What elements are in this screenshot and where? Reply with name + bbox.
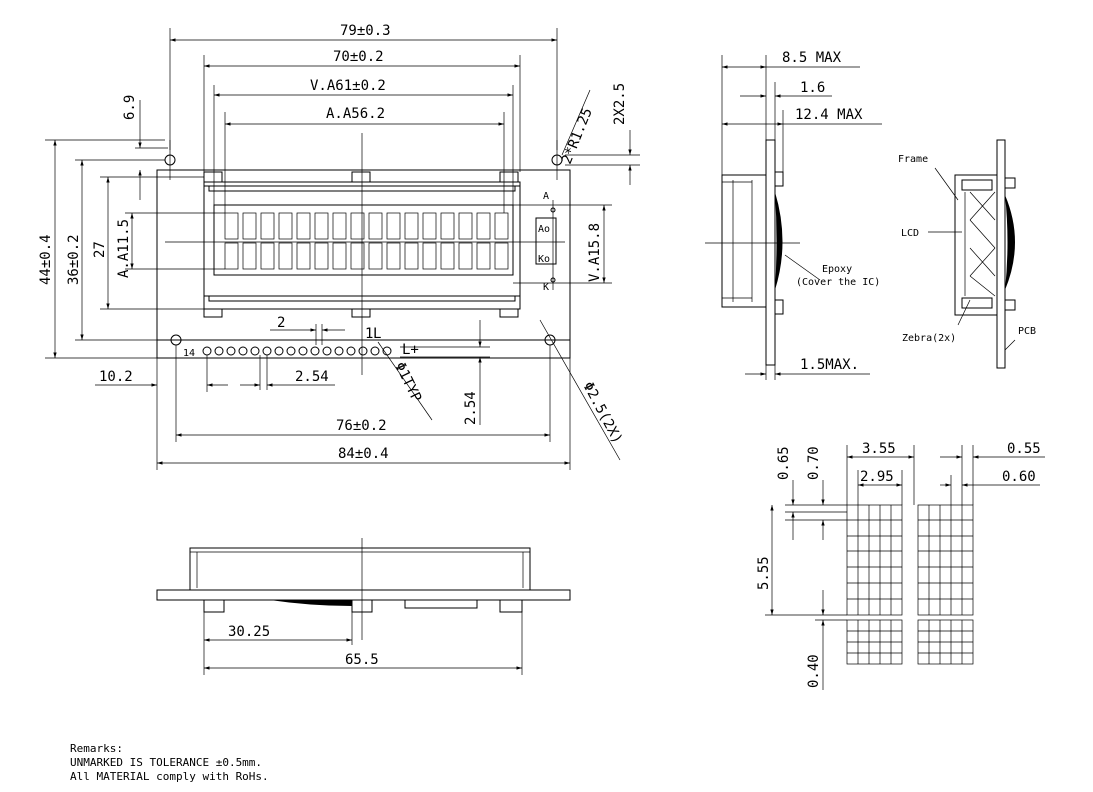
pin-lplus-label: L+ (402, 342, 419, 358)
side-view: Epoxy (Cover the IC) 8.5 MAX 1.6 12.4 MA… (705, 50, 882, 380)
lcd-label: LCD (901, 228, 919, 239)
dim-dot-width: 0.55 (1007, 441, 1041, 457)
dim-hole-pitch-v: 36±0.2 (66, 234, 82, 285)
detail-view: Frame LCD Zebra(2x) PCB (898, 139, 1036, 369)
dim-outer-width: 79±0.3 (340, 23, 391, 39)
dim-first-pin-offset: 10.2 (99, 369, 133, 385)
detail-pcb (996, 139, 1006, 369)
pad-ao-label: Ao (538, 224, 550, 235)
dim-pcb-thickness: 1.6 (800, 80, 825, 96)
front-view: A Ao Ko K 14 1 L L+ 79±0.3 70±0.2 V. (38, 23, 640, 470)
pcb-outline (156, 169, 571, 359)
epoxy-note: (Cover the IC) (796, 277, 880, 288)
remarks-title: Remarks: (70, 742, 123, 755)
dim-bezel-height: 27 (92, 241, 108, 258)
pin-row (202, 346, 392, 356)
dim-dot-pitch-v: 0.70 (806, 446, 822, 480)
dim-pin-row-offset: 2.54 (463, 391, 479, 425)
dim-viewing-height: V.A15.8 (587, 223, 603, 282)
side-pcb (765, 139, 776, 366)
dim-char-width: 3.55 (862, 441, 896, 457)
remarks-block: Remarks: UNMARKED IS TOLERANCE ±0.5mm. A… (70, 742, 269, 783)
dim-pin-pitch: 2.54 (295, 369, 329, 385)
dim-pcb-width: 84±0.4 (338, 446, 389, 462)
dim-active-width: A.A56.2 (326, 106, 385, 122)
dim-pcb-height: 44±0.4 (38, 234, 54, 285)
dim-corner-radius: 2*R1.25 (559, 106, 596, 167)
character-detail: 3.55 2.95 0.55 0.60 0.65 0.70 5.55 0.40 (756, 441, 1045, 690)
frame-label: Frame (898, 154, 928, 165)
dim-cursor-gap: 0.40 (806, 654, 822, 688)
pin-1-label: 1 (365, 326, 373, 342)
dim-active-height: A.A11.5 (116, 219, 132, 278)
epoxy-blob (775, 192, 783, 290)
dim-bottom-width: 65.5 (345, 652, 379, 668)
char-grid-left (846, 504, 903, 665)
character-cells (224, 212, 509, 270)
pcb-label: PCB (1018, 326, 1036, 337)
dim-bezel-width: 70±0.2 (333, 49, 384, 65)
dim-pin-width: 2 (277, 315, 285, 331)
led-k-label: K (543, 282, 549, 293)
dim-bottom-clearance: 1.5MAX. (800, 357, 859, 373)
pin-l-label: L (373, 326, 381, 342)
dim-dot-pitch-h: 0.60 (1002, 469, 1036, 485)
dim-bottom-offset: 30.25 (228, 624, 270, 640)
dim-mount-hole: Φ2.5(2X) (579, 379, 625, 446)
dim-char-inner: 2.95 (860, 469, 894, 485)
viewing-area (213, 204, 514, 276)
led-a-label: A (543, 191, 549, 202)
remarks-line-1: UNMARKED IS TOLERANCE ±0.5mm. (70, 756, 262, 769)
dim-top-offset: 6.9 (122, 95, 138, 120)
remarks-line-2: All MATERIAL comply with RoHs. (70, 770, 269, 783)
bottom-view: 30.25 65.5 (156, 538, 571, 675)
char-grid-right (917, 504, 974, 665)
dim-slot-size: 2X2.5 (612, 83, 628, 125)
bottom-pcb (156, 589, 571, 601)
dim-hole-pitch-h: 76±0.2 (336, 418, 387, 434)
dim-dot-gap: 0.65 (776, 446, 792, 480)
zebra-label: Zebra(2x) (902, 333, 956, 344)
dim-total-thickness: 12.4 MAX (795, 107, 863, 123)
pad-ko-label: Ko (538, 254, 550, 265)
dim-viewing-width: V.A61±0.2 (310, 78, 386, 94)
dim-pin-hole: Φ1TYP (391, 360, 424, 405)
dim-char-height: 5.55 (756, 556, 772, 590)
pin-14-label: 14 (183, 348, 195, 359)
epoxy-label: Epoxy (822, 264, 852, 275)
side-bezel (721, 174, 767, 308)
detail-frame (954, 174, 998, 316)
dim-module-thickness: 8.5 MAX (782, 50, 842, 66)
